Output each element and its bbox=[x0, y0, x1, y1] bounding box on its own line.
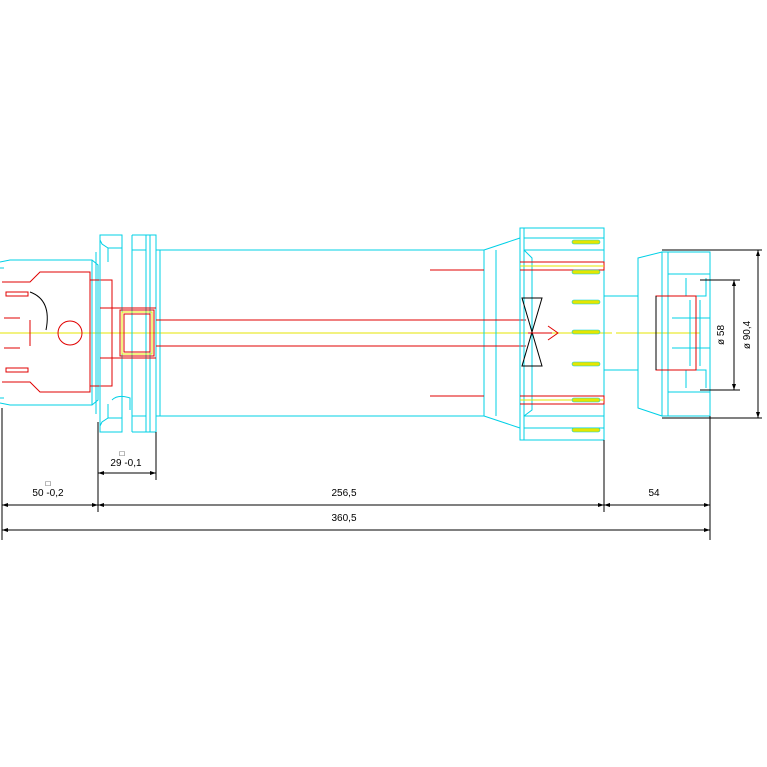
retention-arc bbox=[29, 291, 48, 331]
taper-length-label: 50 -0,2 bbox=[32, 488, 64, 499]
collet-slots bbox=[571, 239, 601, 433]
outer-diameter-label: ø 90,4 bbox=[742, 320, 753, 349]
drawbar bbox=[156, 269, 526, 397]
spindle-internal-detail bbox=[655, 295, 697, 371]
dimension-dia-58 bbox=[732, 280, 736, 390]
taper-tolerance-symbol: □ bbox=[46, 479, 51, 488]
flange-internal-detail bbox=[100, 307, 156, 359]
inner-diameter-label: ø 58 bbox=[716, 325, 727, 345]
nut-length-label: 54 bbox=[648, 488, 660, 499]
dimension-54 bbox=[604, 503, 710, 507]
flange bbox=[99, 234, 157, 433]
dimension-256-5 bbox=[98, 503, 604, 507]
extension-body bbox=[156, 237, 521, 429]
dimension-50 bbox=[2, 503, 98, 507]
taper-internal-detail bbox=[2, 271, 113, 393]
body-length-label: 256,5 bbox=[331, 488, 356, 499]
overall-length-label: 360,5 bbox=[331, 513, 356, 524]
dimension-360-5 bbox=[2, 528, 710, 532]
flange-length-label: 29 -0,1 bbox=[110, 458, 142, 469]
dimension-dia-90-4 bbox=[756, 250, 760, 418]
extension-lines bbox=[1, 249, 762, 540]
taper-shank bbox=[0, 252, 99, 414]
spindle-nose bbox=[603, 251, 711, 417]
flange-tolerance-symbol: □ bbox=[120, 449, 125, 458]
dimension-29 bbox=[98, 471, 156, 475]
cross-hole bbox=[57, 320, 83, 346]
